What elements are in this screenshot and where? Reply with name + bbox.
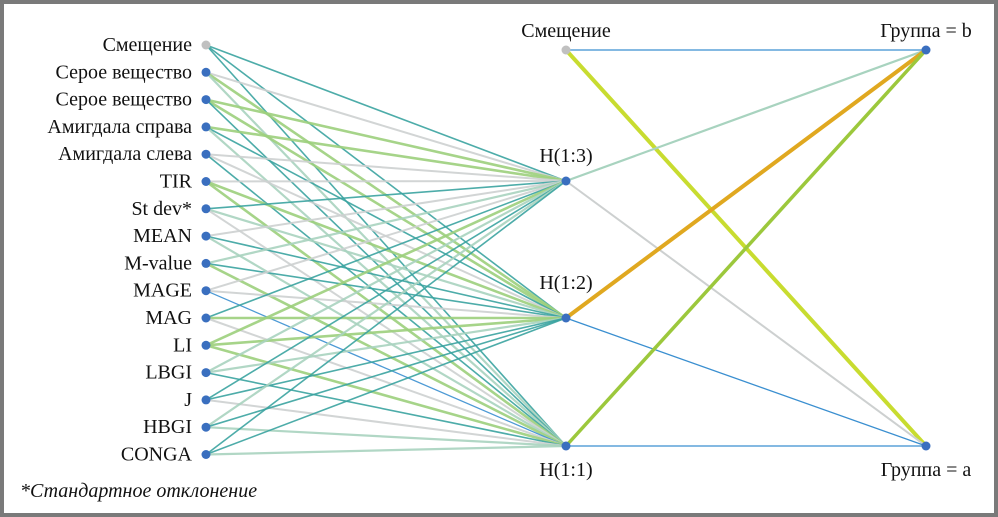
edge-input-hidden (205, 153, 567, 447)
input-node (201, 122, 211, 132)
edge-input-hidden (205, 180, 567, 429)
input-label: J (184, 389, 192, 411)
edge-input-hidden (205, 317, 567, 401)
edge-input-hidden (205, 180, 567, 401)
input-node (201, 204, 211, 214)
input-node (201, 149, 211, 159)
edge-input-hidden (205, 207, 567, 447)
output-node (921, 45, 931, 55)
edge-input-hidden (205, 180, 567, 210)
input-node (201, 368, 211, 378)
output-node (921, 441, 931, 451)
edge-input-hidden (205, 444, 567, 456)
edge-input-hidden (205, 180, 567, 183)
edge-input-hidden (205, 398, 567, 447)
edge-input-hidden (205, 344, 567, 448)
input-node (201, 395, 211, 405)
input-node (201, 450, 211, 459)
edge-input-hidden (205, 180, 567, 238)
input-label: Амигдала справа (47, 116, 192, 138)
input-node (201, 313, 211, 323)
input-label: CONGA (121, 444, 193, 466)
hidden-label: H(1:1) (539, 459, 592, 481)
edge-input-hidden (205, 98, 567, 183)
input-node (201, 340, 211, 350)
edge-input-hidden (205, 126, 567, 447)
input-label: HBGI (143, 416, 192, 438)
hidden-bias-label: Смещение (521, 20, 611, 42)
input-node (201, 231, 211, 241)
input-node (201, 67, 211, 77)
edge-input-hidden (205, 235, 567, 447)
edge-input-hidden (205, 44, 567, 182)
edge-input-hidden (205, 179, 567, 265)
edge-input-hidden (205, 180, 567, 448)
input-node (201, 177, 211, 186)
input-node (201, 422, 211, 432)
edge-input-hidden (205, 371, 567, 447)
edge-input-hidden (205, 71, 567, 182)
edge-input-hidden (205, 317, 567, 447)
input-label: Смещение (103, 34, 193, 56)
edge-input-hidden (205, 125, 567, 183)
edge-input-hidden (205, 180, 567, 319)
edge-hidden-output (564, 48, 928, 320)
input-label: LI (173, 334, 192, 356)
input-label: LBGI (145, 362, 192, 384)
edge-input-hidden (205, 153, 567, 182)
edge-hidden-output (565, 180, 927, 447)
edge-input-hidden (205, 317, 567, 456)
edge-input-hidden (205, 180, 567, 456)
edge-input-hidden (205, 262, 567, 448)
input-node (201, 286, 211, 296)
input-label: MAG (145, 307, 192, 329)
hidden-label: H(1:3) (539, 145, 592, 167)
output-label: Группа = a (881, 459, 972, 481)
input-node (201, 258, 211, 268)
input-label: St dev* (131, 198, 192, 220)
edge-hidden-output (565, 317, 927, 447)
hidden-node (561, 441, 571, 451)
hidden-label: H(1:2) (539, 272, 592, 294)
input-label: Серое вещество (56, 61, 192, 83)
input-node (201, 95, 211, 105)
input-label: Амигдала слева (58, 143, 192, 165)
hidden-node (561, 176, 571, 186)
edge-input-hidden (205, 99, 567, 447)
edge-input-hidden (205, 426, 567, 448)
hidden-node (561, 313, 571, 323)
bias-node (201, 40, 211, 50)
input-label: Серое вещество (56, 89, 192, 111)
edge-input-hidden (205, 180, 567, 292)
footnote: *Стандартное отклонение (20, 480, 257, 502)
edge-input-hidden (205, 316, 567, 374)
edge-input-hidden (205, 180, 567, 374)
hidden-bias-node (561, 45, 571, 55)
input-label: MAGE (133, 280, 192, 302)
input-label: M-value (124, 252, 192, 274)
input-label: TIR (160, 171, 193, 193)
edge-hidden-output (564, 48, 928, 448)
edge-hidden-output (565, 48, 927, 183)
input-label: MEAN (133, 225, 192, 247)
edge-input-hidden (205, 179, 567, 347)
output-label: Группа = b (880, 20, 972, 42)
